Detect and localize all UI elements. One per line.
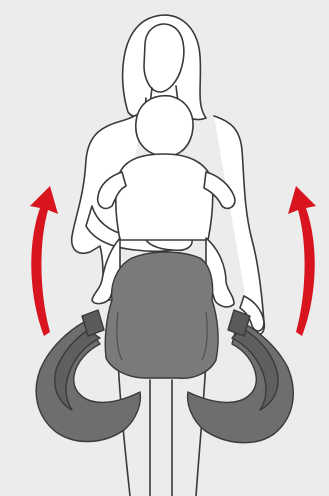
right-up-arrow bbox=[288, 186, 316, 336]
baby-head bbox=[136, 96, 193, 157]
baby-body bbox=[116, 154, 213, 240]
woman-legs bbox=[118, 360, 206, 496]
left-up-arrow bbox=[30, 186, 58, 336]
